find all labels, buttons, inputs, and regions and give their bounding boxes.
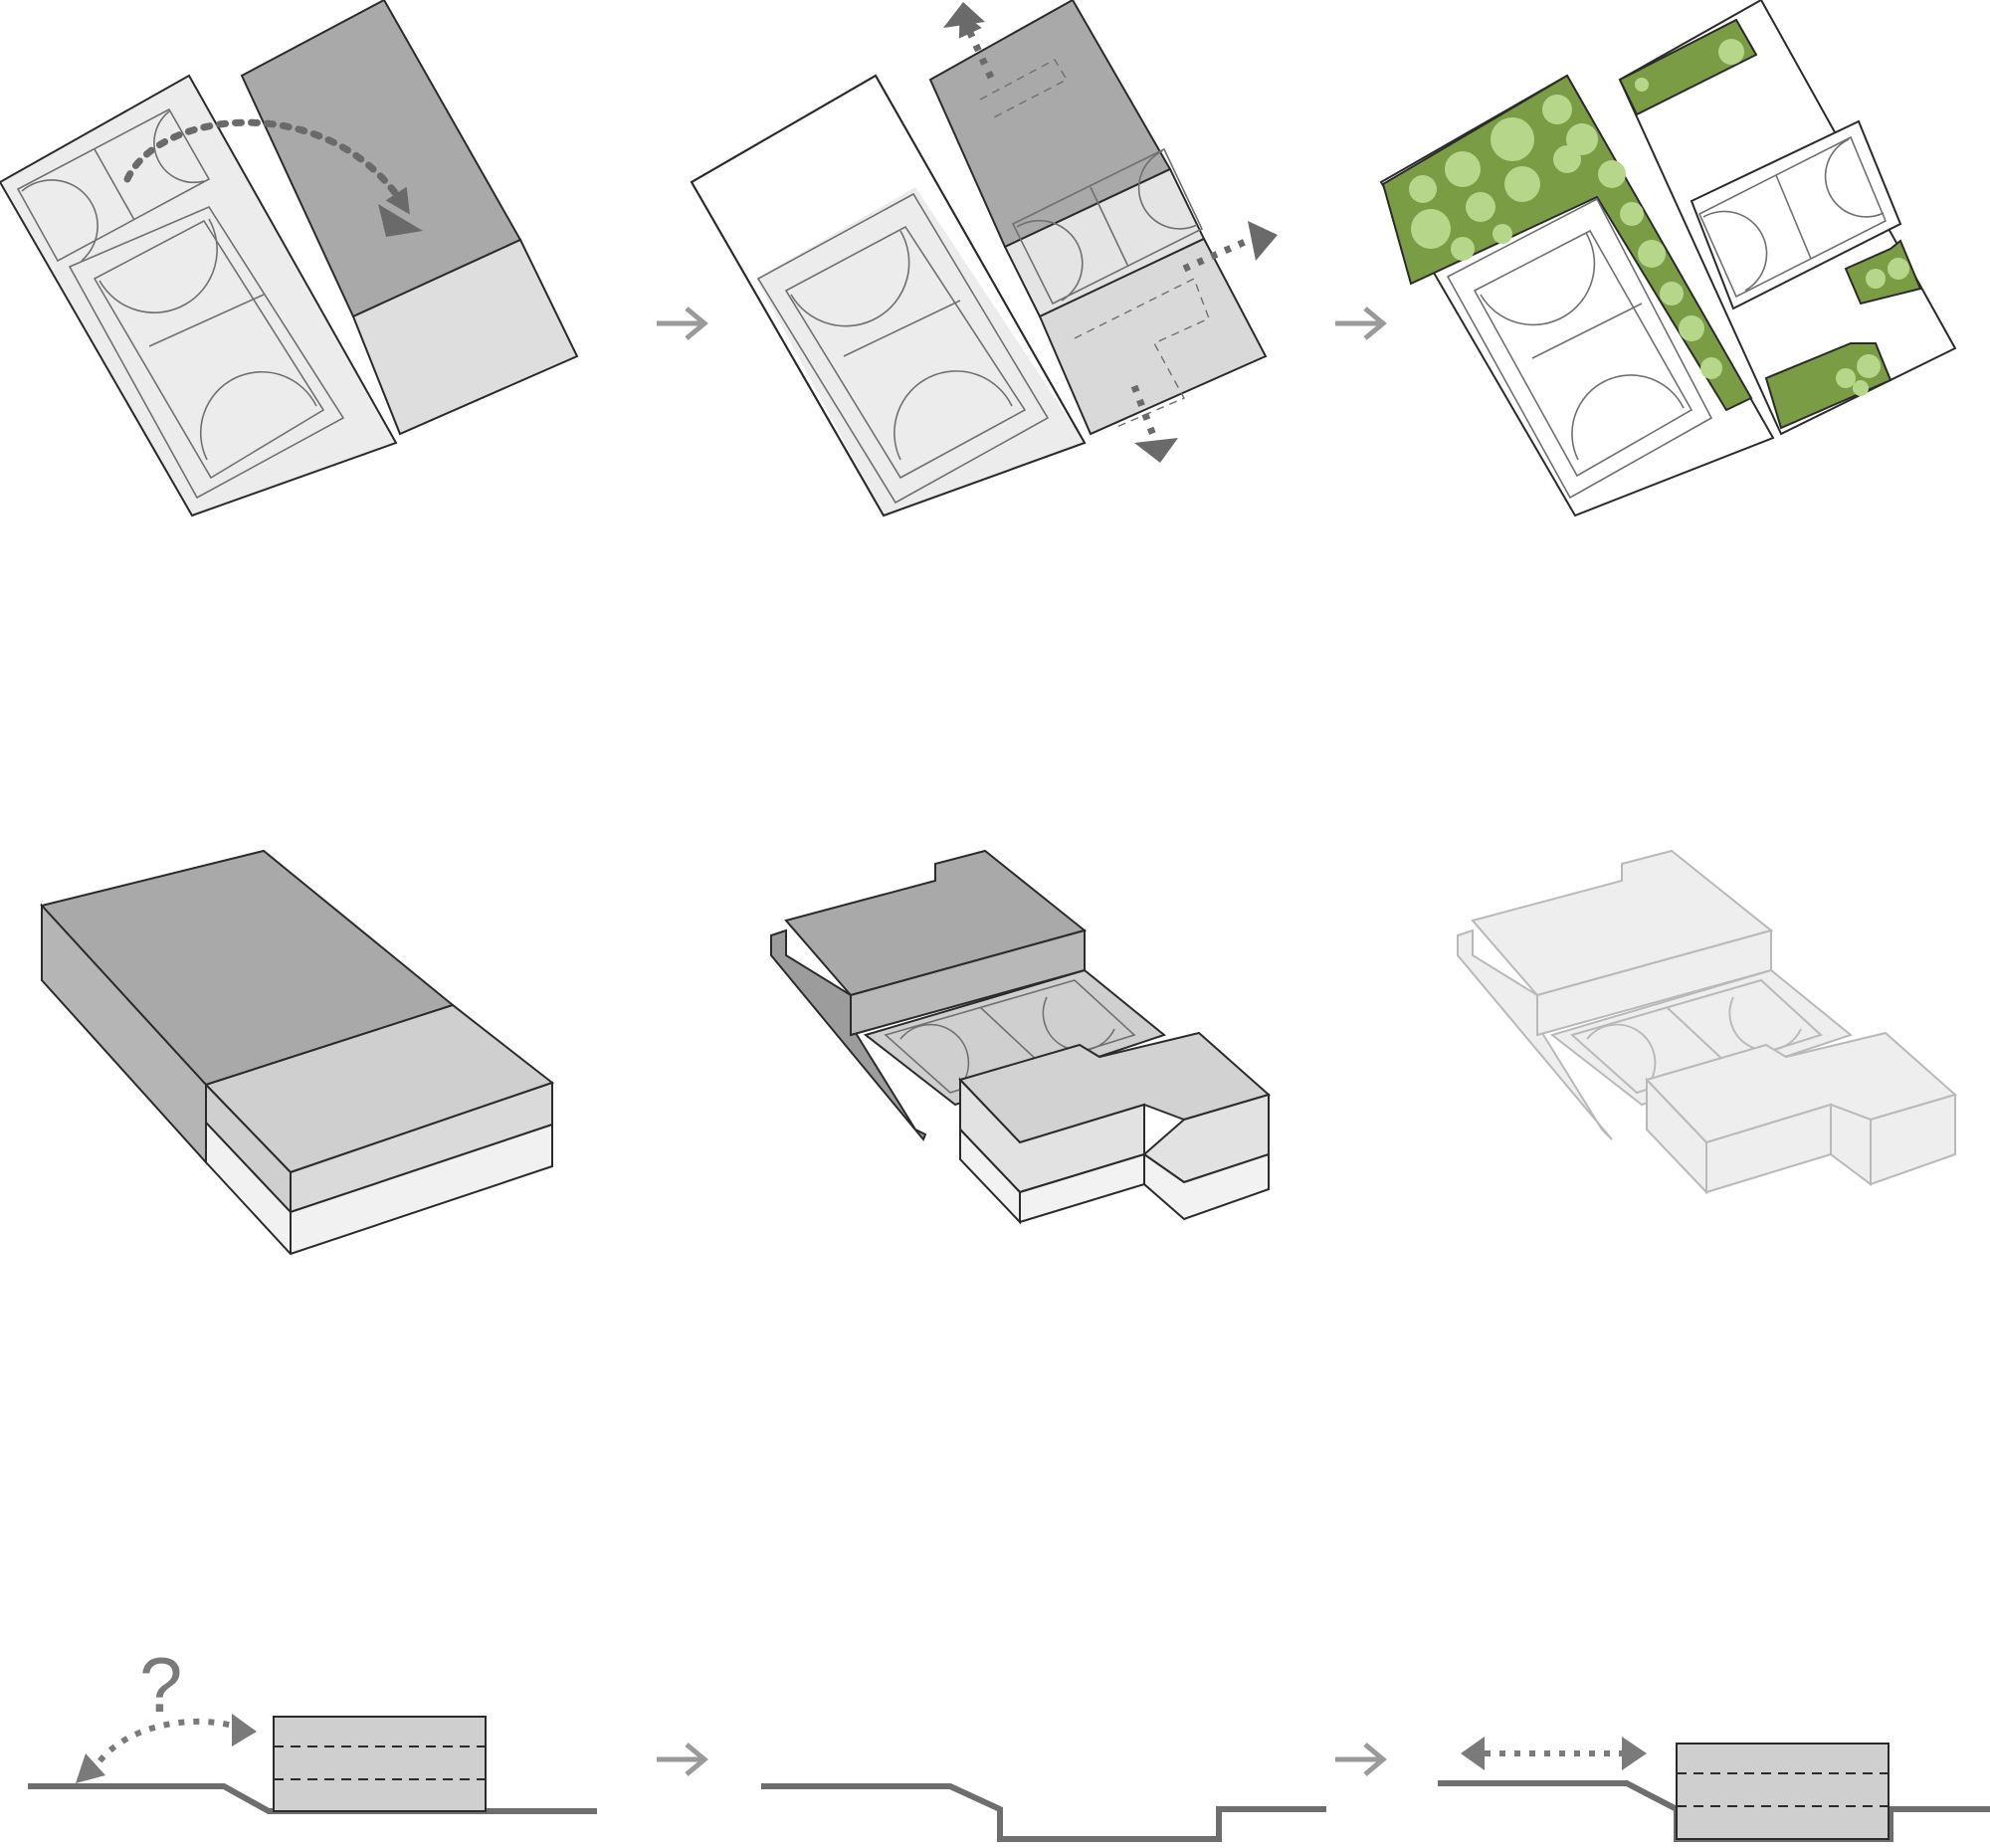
massing-step-2 <box>770 849 1272 1225</box>
question-arrowhead-right-icon <box>232 1714 257 1746</box>
plan-step-2 <box>690 0 1278 517</box>
small-court-plan <box>1697 135 1888 299</box>
court-plinth <box>863 968 1167 1107</box>
section-step-2 <box>761 1783 1326 1842</box>
section-step-1: ? <box>28 1641 597 1814</box>
court-massing <box>884 979 1136 1094</box>
sunken-building <box>1676 1743 1890 1840</box>
section-step-3 <box>1438 1737 1990 1842</box>
massing-step-3 <box>1457 849 1958 1195</box>
question-arrowhead-left-icon <box>76 1753 105 1783</box>
expand-arrowhead-right-icon <box>1248 221 1278 261</box>
expand-arrow-up <box>958 10 995 80</box>
question-arrow <box>89 1718 240 1775</box>
ghost-lower-face-right <box>1870 1093 1956 1186</box>
court-zone <box>1690 119 1902 310</box>
plan-step-1 <box>0 0 579 517</box>
section-building <box>273 1716 487 1812</box>
connection-arrowhead-left-icon <box>1461 1737 1485 1770</box>
step-arrow-1 <box>657 307 708 340</box>
ghost-court-plinth <box>1549 968 1854 1107</box>
large-court-plan <box>68 205 345 500</box>
mass-dark-left <box>770 928 927 1141</box>
ghost-lower-face-step <box>1830 1103 1872 1186</box>
small-court-plan <box>1011 147 1204 306</box>
plan-step-3 <box>1379 0 1957 517</box>
question-mark: ? <box>139 1641 182 1729</box>
expand-arrowhead-up-icon <box>943 2 985 28</box>
large-court-plan <box>1446 197 1713 500</box>
step-arrow-3 <box>657 1743 708 1776</box>
massing-step-1 <box>40 849 555 1256</box>
step-arrow-2 <box>1335 307 1387 340</box>
right-block-light <box>351 238 579 436</box>
large-court-plan <box>756 192 1050 505</box>
expand-arrowhead-down-icon <box>1134 438 1178 463</box>
connection-arrowhead-right-icon <box>1622 1737 1647 1770</box>
rotate-arrow <box>123 118 410 215</box>
small-court-plan <box>16 107 211 263</box>
tree-dots <box>1409 95 1722 379</box>
rotate-arrowhead-icon <box>378 204 423 237</box>
expand-arrow-down <box>1130 384 1158 440</box>
ghost-court <box>1569 978 1823 1095</box>
expand-arrow-right <box>1182 235 1254 273</box>
left-block-court-zone <box>756 187 1085 515</box>
right-block-light <box>1038 237 1268 436</box>
excavated-ground-line <box>761 1783 1326 1842</box>
step-arrow-4 <box>1335 1743 1387 1776</box>
